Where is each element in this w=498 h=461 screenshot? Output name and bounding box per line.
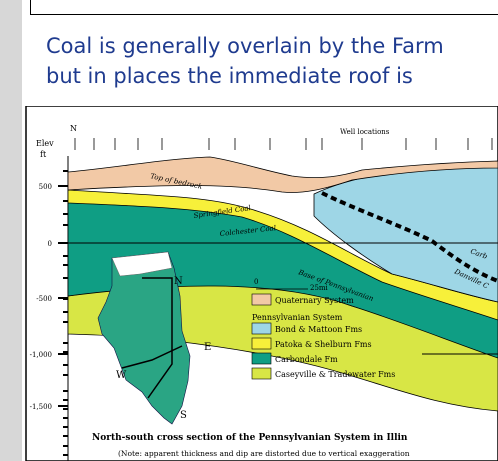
legend-swatch-bond-mattoon xyxy=(251,322,272,335)
left-sidebar xyxy=(0,0,22,461)
scale-zero: 0 xyxy=(254,278,258,286)
elev-label: Elev xyxy=(36,139,54,148)
map-w-label: W xyxy=(116,370,127,381)
dashed-contact-line xyxy=(321,191,498,283)
legend-bond-mattoon: Bond & Mattoon Fms xyxy=(275,325,362,334)
caption-line-1: Coal is generally overlain by the Farm xyxy=(46,34,444,58)
tick-500: 500 xyxy=(39,183,52,191)
illinois-map xyxy=(97,251,191,425)
legend-swatch-caseyville-tradewater xyxy=(251,367,272,380)
legend-carbondale: Carbondale Fm xyxy=(275,355,338,364)
axis-major-ticks xyxy=(58,185,68,407)
map-e-label: E xyxy=(204,342,211,353)
quaternary-layer xyxy=(67,156,498,193)
top-bordered-box xyxy=(30,0,498,15)
legend-swatch-carbondale xyxy=(251,352,272,365)
north-label: N xyxy=(70,124,77,133)
legend-pennsylvanian-header: Pennsylvanian System xyxy=(252,313,343,322)
figure-note: (Note: apparent thickness and dip are di… xyxy=(118,449,410,458)
well-ticks xyxy=(74,138,493,150)
legend-patoka-shelburn: Patoka & Shelburn Fms xyxy=(275,340,372,349)
illinois-map-inset: N E W S xyxy=(97,251,211,425)
cross-section-figure: N Elev ft Well locations xyxy=(25,106,498,461)
legend-swatch-patoka-shelburn xyxy=(251,337,272,350)
well-locations-label: Well locations xyxy=(340,128,390,136)
legend-quaternary: Quaternary System xyxy=(275,296,354,305)
figure-title: North-south cross section of the Pennsyl… xyxy=(92,433,408,443)
ft-label: ft xyxy=(40,150,47,159)
tick-0: 0 xyxy=(48,240,52,248)
legend-caseyville-tradewater: Caseyville & Tradewater Fms xyxy=(275,370,395,379)
tick-neg-1500: -1,500 xyxy=(30,403,52,411)
legend: Quaternary System Pennsylvanian System B… xyxy=(251,293,395,380)
tick-neg-500: -500 xyxy=(36,295,52,303)
caption-line-2: but in places the immediate roof is xyxy=(46,64,413,88)
north-south-section-line xyxy=(142,277,173,399)
legend-swatch-quaternary xyxy=(251,293,272,306)
east-west-section-line xyxy=(121,345,183,369)
sidebar-strip xyxy=(11,0,16,461)
tick-neg-1000: -1,000 xyxy=(30,351,52,359)
illinois-map-north xyxy=(111,251,173,277)
map-s-label: S xyxy=(180,410,187,421)
scale-label: 25mi xyxy=(310,284,329,292)
map-n-label: N xyxy=(174,276,183,287)
